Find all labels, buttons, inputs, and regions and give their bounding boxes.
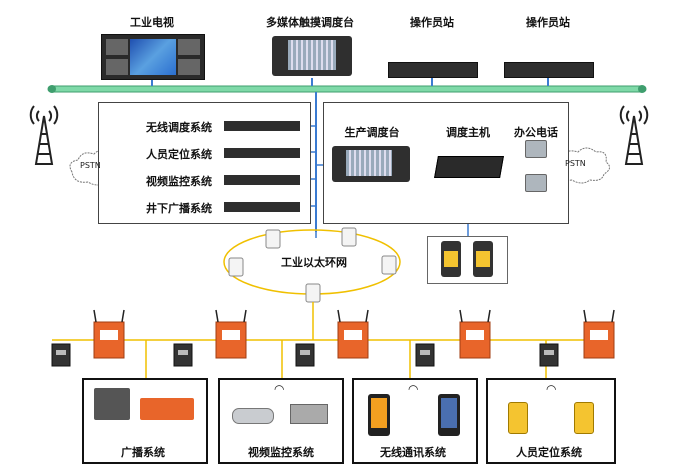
production-console-label: 生产调度台 <box>344 126 400 139</box>
wifi-signal-icon: ◠ <box>274 382 285 396</box>
wireless-dispatch-label: 无线调度系统 <box>146 121 212 134</box>
video-system-box: ◠ <box>218 378 344 464</box>
ethernet-ring-label: 工业以太环网 <box>281 256 347 269</box>
personnel-location-label: 人员定位系统 <box>146 148 212 161</box>
location-system-label: 人员定位系统 <box>516 446 582 459</box>
radio-tower-icon-left <box>29 105 59 165</box>
wireless-dispatch-server <box>224 121 300 131</box>
tv-wall-device <box>101 34 205 80</box>
location-system-box: ◠ <box>486 378 616 464</box>
office-phone-icon <box>525 140 547 158</box>
underground-switch-1 <box>93 309 125 359</box>
wifi-signal-icon: ◠ <box>408 382 419 396</box>
production-console-device <box>332 146 410 182</box>
location-tag-device <box>574 402 594 434</box>
broadcast-system-box <box>82 378 208 464</box>
pstn-left-label: PSTN <box>80 161 101 170</box>
dispatch-host-label: 调度主机 <box>446 126 490 139</box>
mine-phone-group <box>427 236 508 284</box>
video-monitoring-label: 视频监控系统 <box>146 175 212 188</box>
wireless-system-box: ◠ <box>352 378 478 464</box>
mine-phone-icon <box>473 241 493 277</box>
broadcast-amplifier-device <box>140 398 194 420</box>
broadcast-speaker-device <box>94 388 130 420</box>
underground-switch-5 <box>583 309 615 359</box>
mobile-phone-device <box>438 394 460 436</box>
personnel-location-server <box>224 148 300 158</box>
broadcast-server <box>224 202 300 212</box>
operator-station-1-device <box>388 62 478 78</box>
office-phone-icon <box>525 174 547 192</box>
touch-console-device <box>272 36 352 76</box>
underground-switch-4 <box>459 309 491 359</box>
underground-switch-3 <box>337 309 369 359</box>
mine-phone-icon <box>441 241 461 277</box>
dispatch-host-device <box>434 156 504 178</box>
tv-wall-label: 工业电视 <box>130 16 174 29</box>
mobile-phone-device <box>368 394 390 436</box>
operator-station-1-label: 操作员站 <box>410 16 454 29</box>
radio-tower-icon-right <box>619 105 649 165</box>
network-backbone-bus <box>47 85 647 93</box>
operator-station-2-device <box>504 62 594 78</box>
camera-device <box>290 404 328 424</box>
underground-switch-2 <box>215 309 247 359</box>
pstn-right-label: PSTN <box>565 159 586 168</box>
broadcast-system-label: 广播系统 <box>121 446 165 459</box>
camera-device <box>232 408 274 424</box>
wireless-system-label: 无线通讯系统 <box>380 446 446 459</box>
touch-console-label: 多媒体触摸调度台 <box>266 16 354 29</box>
video-system-label: 视频监控系统 <box>248 446 314 459</box>
operator-station-2-label: 操作员站 <box>526 16 570 29</box>
underground-broadcast-label: 井下广播系统 <box>146 202 212 215</box>
office-phone-label: 办公电话 <box>514 126 558 139</box>
location-tag-device <box>508 402 528 434</box>
wifi-signal-icon: ◠ <box>546 382 557 396</box>
video-monitoring-server <box>224 175 300 185</box>
